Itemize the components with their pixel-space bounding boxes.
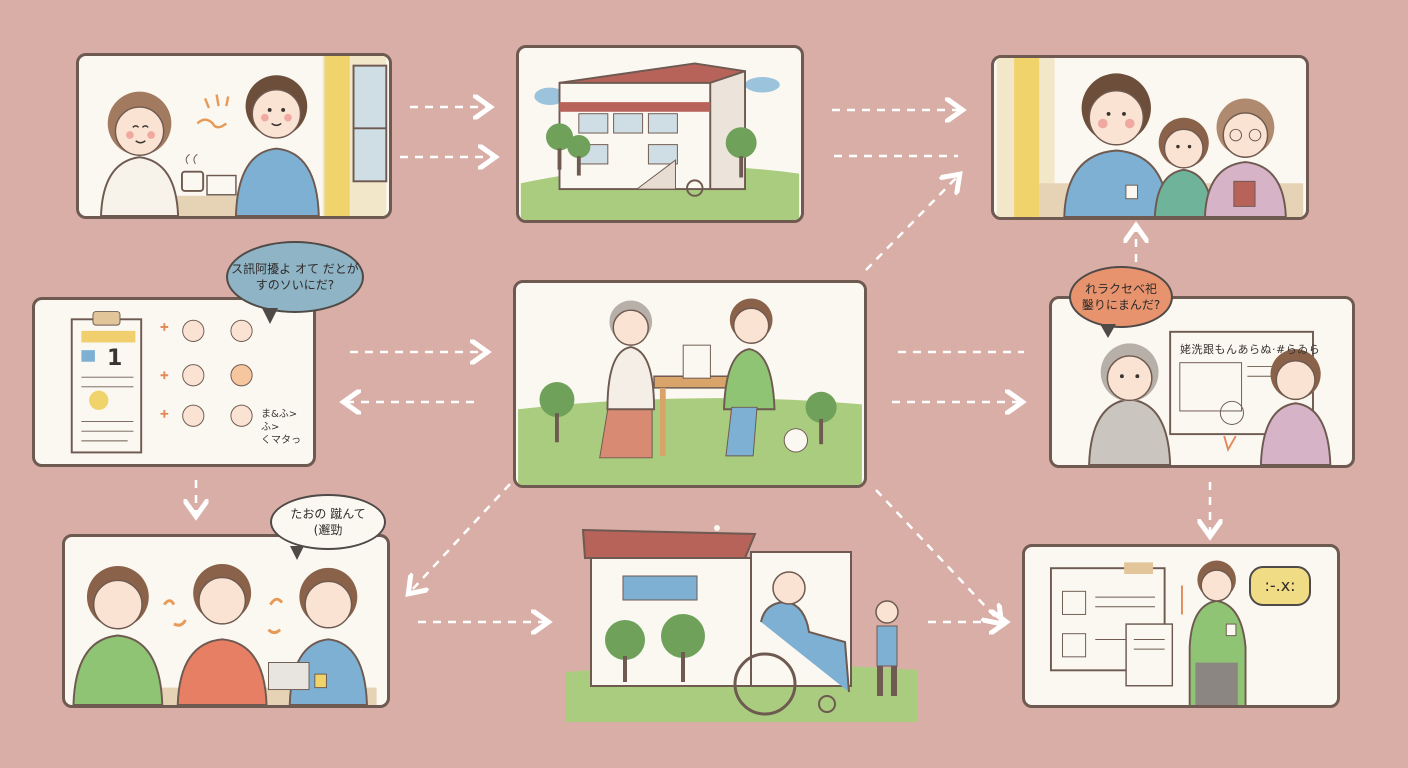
consultation-doc-title: 姥洗跟もんあらぬ·#らゐら	[1180, 343, 1321, 356]
outdoor-meeting-illustration	[518, 298, 862, 485]
bubble-family-chat-tail	[290, 546, 304, 560]
bubble-care-plan-question: ス訊阿擾よ オて だとが すのソいにだ?	[226, 241, 364, 313]
panel-wheelchair-facility	[565, 522, 917, 722]
panel-outdoor-meeting	[513, 280, 867, 488]
care-plan-number: 1	[107, 346, 123, 371]
bubble-family-chat: たおの 蹴んて (邂勁	[270, 494, 386, 550]
bubble-consultation-tail	[1100, 324, 1116, 338]
panel-team-discussion	[62, 534, 390, 708]
care-plan-illustration	[70, 311, 253, 454]
arrow-meeting-to-team	[410, 483, 511, 592]
bubble-care-plan-text: ス訊阿擾よ オて だとが すのソいにだ?	[231, 261, 359, 292]
staff-record-illustration	[1049, 560, 1247, 705]
facility-illustration	[520, 62, 800, 220]
panel-facility	[516, 45, 804, 223]
panel-consultation: 姥洗跟もんあらぬ·#らゐら	[1049, 296, 1355, 468]
panel-care-plan: 1 ま&ふ> ふ> くマタっ	[32, 297, 316, 467]
family-group-illustration	[996, 58, 1304, 217]
bubble-consultation-question: れラクセベ祀 鑿りにまんだ?	[1069, 266, 1173, 328]
panel-home-visit	[76, 53, 392, 219]
bubble-staff-reply: :-.x:	[1249, 566, 1311, 606]
wheelchair-facility-illustration	[565, 525, 917, 722]
bubble-consultation-text: れラクセベ祀 鑿りにまんだ?	[1081, 281, 1161, 312]
bubble-family-chat-text: たおの 蹴んて (邂勁	[290, 506, 366, 537]
panel-family-group	[991, 55, 1309, 220]
home-visit-illustration	[100, 56, 388, 216]
arrow-meeting-to-family	[865, 176, 958, 271]
consultation-illustration	[1088, 330, 1332, 465]
bubble-staff-reply-text: :-.x:	[1264, 576, 1296, 596]
team-discussion-illustration	[72, 564, 377, 705]
care-plan-side-notes: ま&ふ> ふ> くマタっ	[261, 409, 301, 446]
bubble-care-plan-tail	[262, 308, 278, 324]
